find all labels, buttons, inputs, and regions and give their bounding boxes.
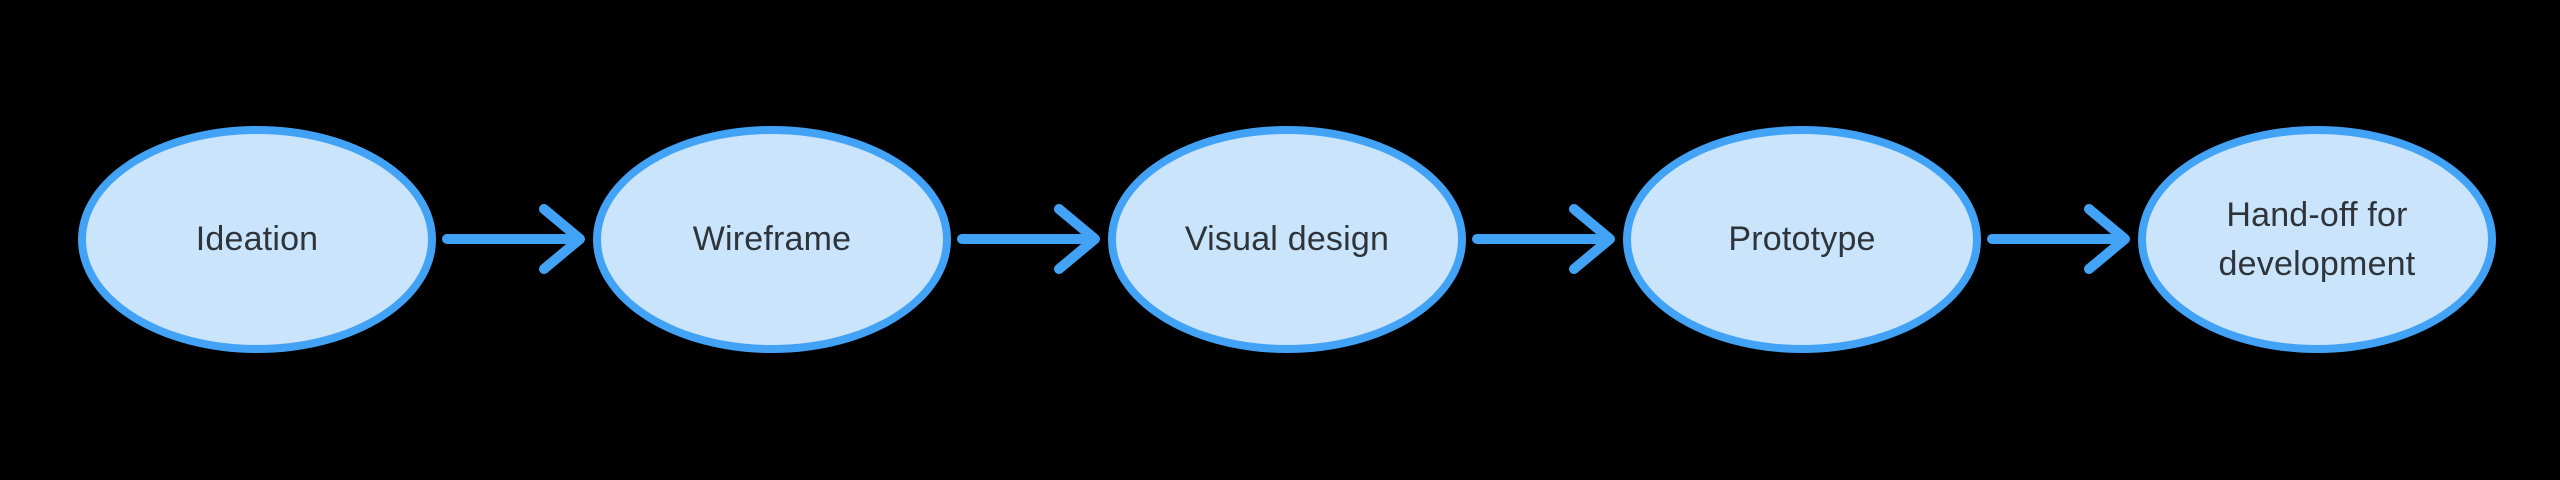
node-label: Visual design [1184, 220, 1390, 259]
arrow-right-icon [1987, 204, 2130, 274]
connector-visual-design-to-prototype[interactable] [1472, 191, 1622, 287]
node-label: Ideation [195, 220, 319, 259]
flow-node-hand-off[interactable]: Hand-off for development [2138, 126, 2496, 353]
flow-node-ideation[interactable]: Ideation [78, 126, 436, 353]
arrow-right-icon [1472, 204, 1615, 274]
flow-node-visual-design[interactable]: Visual design [1108, 126, 1466, 353]
node-label: Hand-off for development [2218, 196, 2416, 283]
connector-prototype-to-hand-off[interactable] [1987, 191, 2137, 287]
node-label: Prototype [1728, 220, 1876, 259]
arrow-right-icon [957, 204, 1100, 274]
connector-wireframe-to-visual-design[interactable] [957, 191, 1107, 287]
connector-ideation-to-wireframe[interactable] [442, 191, 592, 287]
flow-node-wireframe[interactable]: Wireframe [593, 126, 951, 353]
arrow-right-icon [442, 204, 585, 274]
node-label: Wireframe [692, 220, 852, 259]
flow-node-prototype[interactable]: Prototype [1623, 126, 1981, 353]
